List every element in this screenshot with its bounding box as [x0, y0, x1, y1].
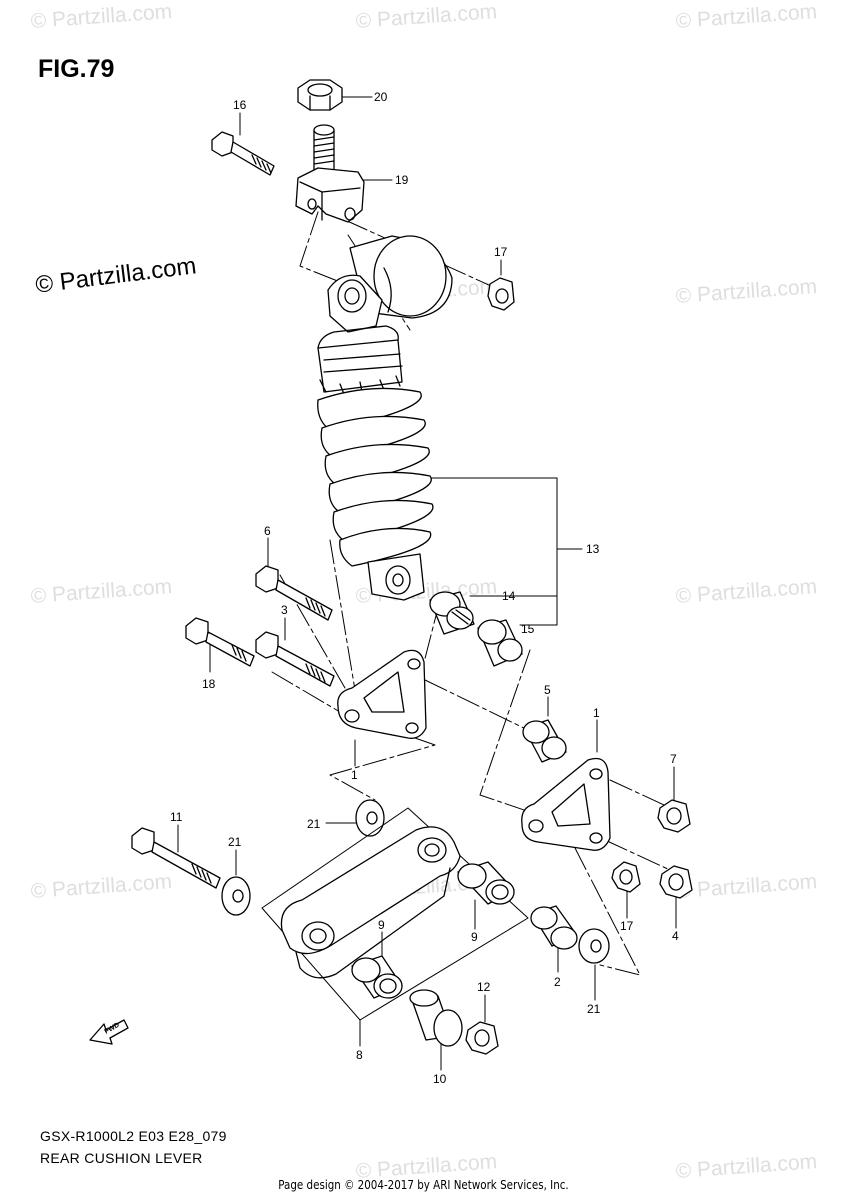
callout-13: 13: [586, 542, 600, 556]
part-9-bearing-left: [351, 955, 403, 999]
callout-14: 14: [502, 589, 516, 603]
part-9-bearing-right: [457, 861, 515, 905]
callout-5: 5: [544, 683, 551, 697]
part-17-nut-top: [487, 277, 515, 311]
part-1-plate-left: [337, 649, 427, 739]
part-16-bolt: [211, 131, 275, 176]
callout-21: 21: [587, 1002, 601, 1016]
part-6-bolt: [255, 565, 333, 621]
part-5-spacer: [522, 719, 567, 763]
callout-20: 20: [374, 90, 388, 104]
callout-15: 15: [521, 622, 535, 636]
section-title: REAR CUSHION LEVER: [40, 1150, 203, 1166]
assembly-lines: [271, 211, 676, 976]
callout-6: 6: [264, 524, 271, 538]
callout-18: 18: [202, 677, 216, 691]
callout-17: 17: [620, 919, 634, 933]
part-14-collar: [429, 591, 475, 635]
callout-16: 16: [233, 98, 247, 112]
part-17-nut-bottom: [611, 861, 641, 893]
part-21-washer-left: [221, 876, 251, 916]
part-20-nut: [297, 79, 343, 111]
callout-1: 1: [593, 706, 600, 720]
leader-lines: [177, 96, 677, 1071]
part-18-bolt: [185, 617, 255, 667]
part-19-upper-mount: [295, 124, 365, 223]
callout-2: 2: [554, 975, 561, 989]
part-7-nut: [657, 799, 691, 833]
part-15-spacer: [477, 619, 523, 667]
part-1-plate-right: [521, 757, 611, 851]
callout-9: 9: [378, 918, 385, 932]
callout-3: 3: [281, 603, 288, 617]
callout-11: 11: [170, 810, 183, 824]
part-21-washer-bottom: [578, 928, 610, 964]
part-8-cushion-lever: [261, 807, 529, 1021]
fwd-arrow-icon: FWD: [89, 1019, 129, 1045]
callout-12: 12: [477, 980, 491, 994]
part-4-nut: [659, 865, 693, 899]
part-2-spacer: [530, 905, 578, 950]
callout-21: 21: [228, 835, 242, 849]
page-footer: Page design © 2004-2017 by ARI Network S…: [278, 1178, 569, 1192]
part-13-rear-shock: [317, 235, 453, 601]
callout-21: 21: [307, 817, 321, 831]
callout-17: 17: [494, 245, 508, 259]
part-3-bolt: [255, 631, 335, 687]
callout-7: 7: [670, 752, 677, 766]
model-code: GSX-R1000L2 E03 E28_079: [40, 1128, 227, 1144]
part-12-nut: [465, 1021, 499, 1055]
part-11-bolt: [131, 827, 221, 889]
callout-1: 1: [351, 768, 358, 782]
callout-19: 19: [395, 173, 409, 187]
part-10-bushing: [409, 989, 463, 1047]
callout-10: 10: [433, 1072, 447, 1086]
figure-title: FIG.79: [38, 55, 115, 83]
callout-8: 8: [356, 1048, 363, 1062]
callouts: 20 16 19 17 13 14 15 6 3 18 5 1 7 1 21 1…: [170, 90, 679, 1086]
callout-9: 9: [471, 930, 478, 944]
part-21-washer-top: [355, 799, 385, 837]
callout-4: 4: [672, 929, 679, 943]
